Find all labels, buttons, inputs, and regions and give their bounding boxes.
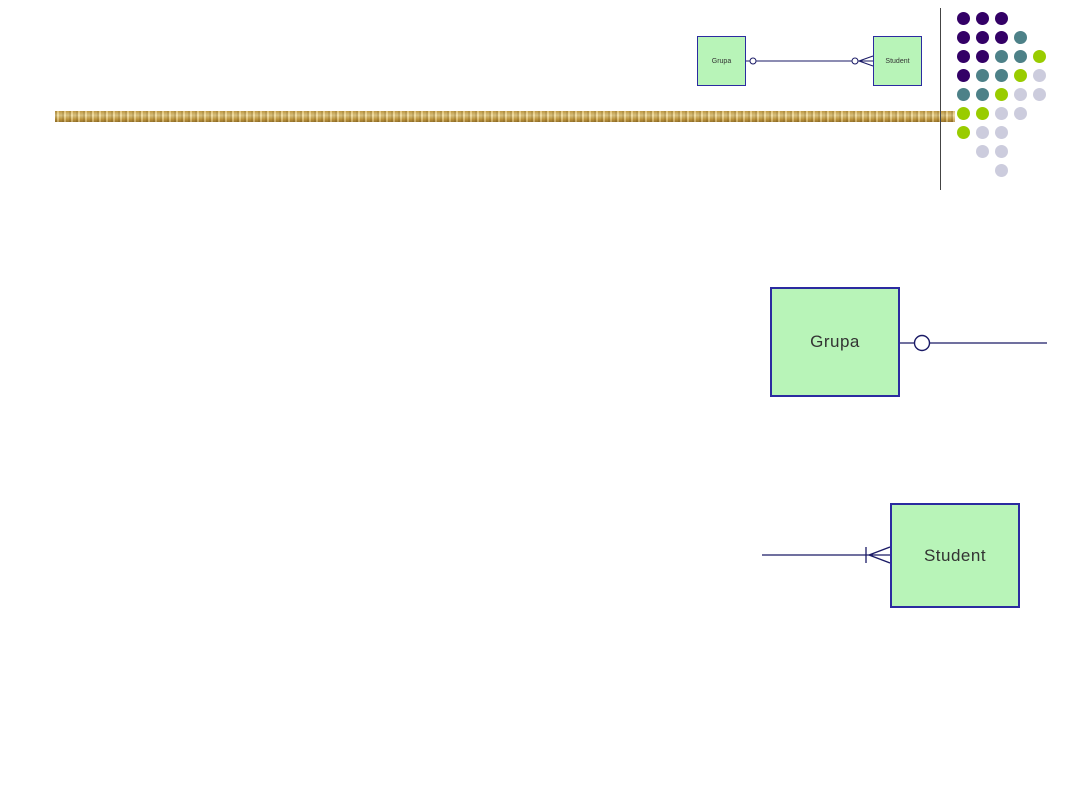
decorative-dot	[995, 107, 1008, 120]
decorative-dot	[957, 88, 970, 101]
decorative-dot	[1014, 69, 1027, 82]
decorative-dot	[976, 12, 989, 25]
optional-circle-icon	[851, 57, 859, 65]
decorative-dot	[957, 126, 970, 139]
decorative-dot	[976, 50, 989, 63]
decorative-dot	[976, 145, 989, 158]
decorative-dot	[957, 69, 970, 82]
grupa-connector	[900, 334, 1047, 352]
crow-foot-icon	[858, 55, 874, 67]
decorative-dot	[995, 145, 1008, 158]
decorative-dot	[957, 31, 970, 44]
vertical-line	[940, 8, 941, 190]
decorative-dot	[1033, 69, 1046, 82]
mini-entity-student: Student	[873, 36, 922, 86]
optional-circle-icon	[749, 57, 757, 65]
decorative-dot	[1033, 50, 1046, 63]
optional-circle-icon	[913, 334, 931, 352]
divider-bar	[55, 111, 955, 122]
decorative-dot	[976, 107, 989, 120]
entity-student-label: Student	[923, 545, 987, 565]
student-connector	[762, 546, 891, 564]
decorative-dot	[995, 69, 1008, 82]
mini-connector	[746, 55, 874, 67]
dot-pattern	[957, 12, 1067, 192]
decorative-dot	[1014, 107, 1027, 120]
crow-foot-icon	[868, 546, 891, 564]
decorative-dot	[995, 12, 1008, 25]
entity-grupa-label: Grupa	[810, 332, 860, 351]
decorative-dot	[995, 88, 1008, 101]
decorative-dot	[957, 50, 970, 63]
decorative-dot	[976, 69, 989, 82]
entity-grupa: Grupa	[770, 287, 900, 397]
decorative-dot	[995, 126, 1008, 139]
decorative-dot	[1014, 50, 1027, 63]
entity-student: Student	[890, 503, 1020, 608]
mini-entity-grupa-label: Grupa	[711, 57, 732, 65]
decorative-dot	[995, 164, 1008, 177]
mini-entity-grupa: Grupa	[697, 36, 746, 86]
decorative-dot	[1014, 31, 1027, 44]
decorative-dot	[995, 31, 1008, 44]
mini-entity-student-label: Student	[885, 57, 910, 65]
decorative-dot	[976, 31, 989, 44]
decorative-dot	[995, 50, 1008, 63]
decorative-dot	[976, 88, 989, 101]
decorative-dot	[957, 107, 970, 120]
decorative-dot	[957, 12, 970, 25]
decorative-dot	[976, 126, 989, 139]
decorative-dot	[1033, 88, 1046, 101]
decorative-dot	[1014, 88, 1027, 101]
